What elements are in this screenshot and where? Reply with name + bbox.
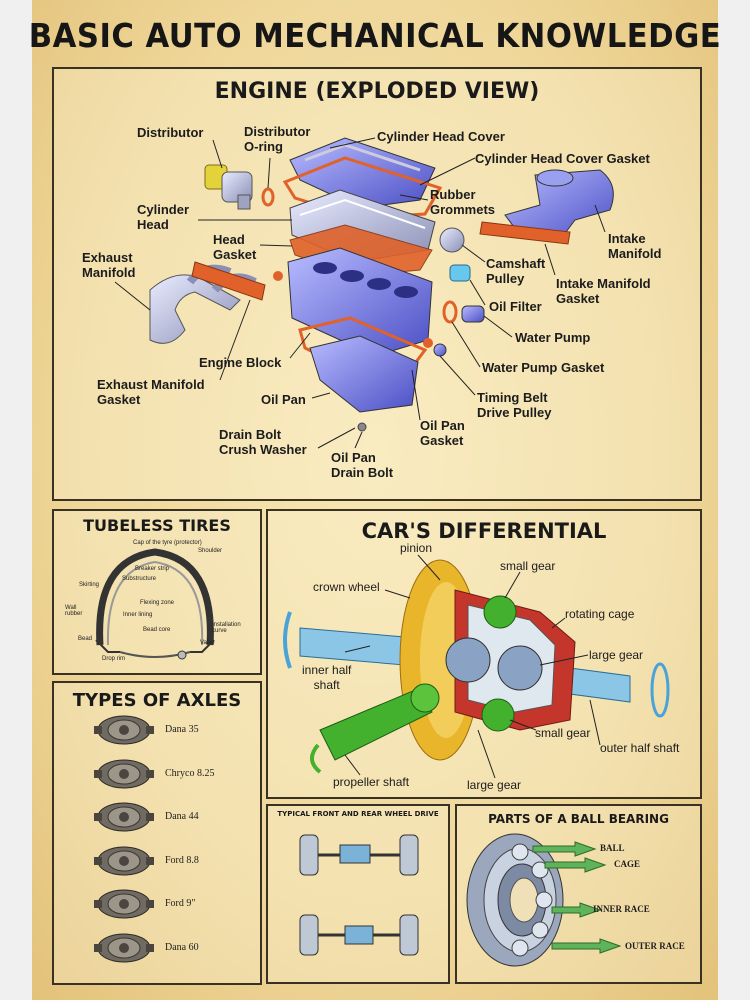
label-oil-filter: Oil Filter [489,299,542,314]
camshaft-pulley-part [439,227,465,253]
bearing-panel-title: PARTS OF A BALL BEARING [488,812,669,826]
tire-label-substructure: Substructure [122,576,157,582]
label-drain-bolt-crush-washer: Drain Bolt Crush Washer [219,427,307,457]
tires-panel-title: TUBELESS TIRES [83,516,231,535]
diff-label-pinion: pinion [400,541,433,555]
label-exhaust-manifold-gasket: Exhaust Manifold Gasket [97,377,205,407]
wheel-drive-panel-title: TYPICAL FRONT AND REAR WHEEL DRIVE [277,810,439,818]
diff-label-inner-half-shaft: inner half shaft [302,663,352,692]
oil-filter-part [449,264,471,282]
label-intake-manifold: Intake Manifold [608,231,662,261]
label-cylinder-head: Cylinder Head [137,202,190,232]
exhaust-manifold-gasket-part [191,261,266,301]
tire-label-cap: Cap of the tyre (protector) [133,540,202,546]
axle-housing-icon [94,715,154,745]
label-head-gasket: Head Gasket [213,232,257,262]
label-timing-belt-drive-pulley: Timing Belt Drive Pulley [477,390,552,420]
engine-panel-title: ENGINE (EXPLODED VIEW) [214,79,540,104]
label-rubber-grommets: Rubber Grommets [430,187,496,217]
page-title: BASIC AUTO MECHANICAL KNOWLEDGE [28,16,722,55]
tire-label-flexing: Flexing zone [140,600,175,606]
diff-label-rotating-cage: rotating cage [565,607,635,621]
tire-label-installation: Installation curve [212,622,241,634]
label-distributor: Distributor [137,125,204,140]
water-pump-gasket-part [442,300,458,324]
tire-label-wall-rubber: Wall rubber [65,605,83,617]
axle-label: Dana 44 [165,811,199,822]
tire-label-shoulder: Shoulder [198,548,223,554]
label-water-pump: Water Pump [515,330,591,345]
tires-panel: TUBELESS TIRES [52,509,262,675]
axles-panel: TYPES OF AXLES [52,681,262,985]
intake-manifold-gasket-part [479,221,571,245]
axle-label: Ford 9" [165,898,196,909]
tire-label-bead: Bead [78,636,93,642]
bearing-label-outer-race: OUTER RACE [625,941,685,951]
bearing-label-inner-race: INNER RACE [593,904,650,914]
axles-panel-title: TYPES OF AXLES [72,690,242,711]
label-oil-pan-gasket: Oil Pan Gasket [420,418,465,448]
tire-label-drop-rim: Drop rim [102,656,126,662]
label-camshaft-pulley: Camshaft Pulley [486,256,546,286]
label-distributor-oring: Distributor O-ring [244,124,311,154]
tire-label-breaker: Breaker strip [135,566,170,572]
label-water-pump-gasket: Water Pump Gasket [482,360,605,375]
diff-label-propeller-shaft: propeller shaft [333,775,410,789]
engine-block-part [287,247,433,357]
distributor-part [204,164,253,210]
tire-label-skirting: Skirting [79,582,100,588]
tire-label-valve: Valve [200,640,215,646]
axle-housing-icon [94,802,154,832]
diff-label-large-gear-right: large gear [589,648,644,662]
axle-label: Dana 35 [165,724,199,735]
axle-housing-icon [94,846,154,875]
drain-bolt-part [357,422,367,432]
tire-label-inner-lining: Inner lining [123,612,153,618]
axle-housing-icon [94,759,154,788]
diff-label-outer-half-shaft: outer half shaft [600,741,680,755]
diff-label-crown-wheel: crown wheel [313,580,380,594]
label-exhaust-manifold: Exhaust Manifold [82,250,136,280]
bearing-label-ball: BALL [600,843,625,853]
label-cylinder-head-cover: Cylinder Head Cover [377,129,505,144]
diff-label-small-gear-bottom: small gear [535,726,591,740]
oil-pan-part [309,335,419,413]
diff-label-small-gear-top: small gear [500,559,556,573]
axle-label: Dana 60 [165,941,199,953]
axle-housing-icon [94,933,154,962]
diff-label-large-gear-bottom: large gear [467,778,522,792]
engine-leader-lines [114,137,606,449]
label-oil-pan-drain-bolt: Oil Pan Drain Bolt [331,450,394,480]
axle-label: Chryco 8.25 [165,767,215,779]
label-engine-block: Engine Block [199,355,282,370]
axle-label: Ford 8.8 [165,854,199,866]
label-oil-pan: Oil Pan [261,392,306,407]
grommet-part [423,338,433,348]
bearing-label-cage: CAGE [614,859,641,869]
differential-panel-title: CAR'S DIFFERENTIAL [361,519,607,543]
axle-housing-icon [94,889,154,919]
distributor-oring-part [261,187,275,207]
water-pump-part [461,305,485,323]
grommet-part [273,271,283,281]
label-cylinder-head-cover-gasket: Cylinder Head Cover Gasket [475,151,650,166]
wheel-drive-panel: TYPICAL FRONT AND REAR WHEEL DRIVE [266,804,450,984]
tire-label-bead-core: Bead core [143,627,171,633]
cylinder-head-cover-gasket-part [282,156,443,220]
label-intake-manifold-gasket: Intake Manifold Gasket [556,276,651,306]
